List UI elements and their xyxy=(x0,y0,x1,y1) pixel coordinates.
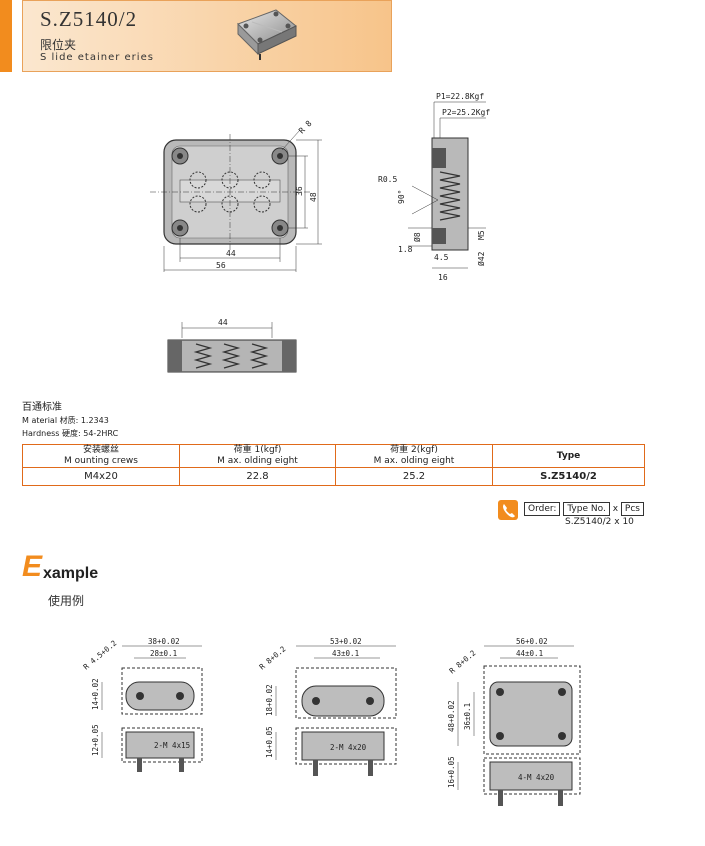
th-type: Type xyxy=(492,444,645,468)
order-example: S.Z5140/2 x 10 xyxy=(565,517,634,527)
cell-load-1: 22.8 xyxy=(179,467,336,486)
order-pcs: Pcs xyxy=(620,502,644,516)
example-2-drawing: 53+0.02 43±0.1 R 8+0.2 18+0.02 14+0.05 2… xyxy=(258,637,397,776)
th-load-1: 荷重 1(kgf)M ax. olding eight xyxy=(179,444,336,468)
force-p1: P1=22.8Kgf xyxy=(436,92,484,101)
dim-bottom-44: 44 xyxy=(218,318,228,327)
header-banner xyxy=(22,0,392,72)
dim-48: 48 xyxy=(309,192,318,202)
hardness-info: Hardness 硬度: 54-2HRC xyxy=(22,429,119,438)
ex3-inner: 44±0.1 xyxy=(516,649,543,658)
cell-type: S.Z5140/2 xyxy=(492,467,645,486)
ex3-width: 56+0.02 xyxy=(516,637,548,646)
ex1-radius: R 4.5+0.2 xyxy=(82,639,118,672)
subtitle-english: S lide etainer eries xyxy=(40,52,154,63)
standard-label: 百通标准 xyxy=(22,402,62,413)
dim-4-5: 4.5 xyxy=(434,253,449,262)
ex2-inner: 43±0.1 xyxy=(332,649,359,658)
order-label: Order: xyxy=(524,502,561,516)
ex1-inner: 28±0.1 xyxy=(150,649,177,658)
header-accent-bar xyxy=(0,0,12,72)
example-title-chinese: 使用例 xyxy=(48,594,85,608)
dim-1-8: 1.8 xyxy=(398,245,413,254)
page-title: S.Z5140/2 xyxy=(40,7,138,31)
side-view-drawing: P1=22.8Kgf P2=25.2Kgf R0.5 90° Ø8 1.8 M5… xyxy=(378,92,490,282)
order-x: x xyxy=(612,504,619,514)
example-1-drawing: 38+0.02 28±0.1 R 4.5+0.2 14+0.02 12+0.05… xyxy=(82,637,203,772)
ex3-screws: 4-M 4x20 xyxy=(518,773,555,782)
dim-44: 44 xyxy=(226,249,236,258)
material-info: M aterial 材质: 1.2343 xyxy=(22,416,109,425)
order-type-no: Type No. xyxy=(563,502,610,516)
cell-screw: M4x20 xyxy=(22,467,180,486)
table-row: M4x20 22.8 25.2 S.Z5140/2 xyxy=(22,467,645,486)
ex2-height: 18+0.02 xyxy=(265,684,274,716)
force-p2: P2=25.2Kgf xyxy=(442,108,490,117)
example-title: xample xyxy=(43,565,99,582)
ex1-base: 12+0.05 xyxy=(91,724,100,756)
dim-56: 56 xyxy=(216,261,226,270)
th-load-2: 荷重 2(kgf)M ax. olding eight xyxy=(335,444,493,468)
ex2-base: 14+0.05 xyxy=(265,726,274,758)
dim-m5: M5 xyxy=(477,230,486,240)
ex2-width: 53+0.02 xyxy=(330,637,362,646)
cell-load-2: 25.2 xyxy=(335,467,493,486)
front-view-drawing: R 8 36 48 44 56 xyxy=(150,120,322,272)
ex3-inner-height: 36±0.1 xyxy=(463,703,472,730)
ex3-radius: R 8+0.2 xyxy=(448,648,478,675)
bottom-view-drawing: 44 xyxy=(167,318,297,373)
ex3-height: 48+0.02 xyxy=(447,700,456,732)
dim-r05: R0.5 xyxy=(378,175,397,184)
ex2-screws: 2-M 4x20 xyxy=(330,743,367,752)
dim-d42: Ø42 xyxy=(476,251,486,266)
ex3-base: 16+0.05 xyxy=(447,756,456,788)
example-title-initial: E xyxy=(22,550,43,583)
product-photo xyxy=(237,9,297,60)
phone-icon xyxy=(498,500,518,520)
example-3-drawing: 56+0.02 44±0.1 R 8+0.2 48+0.02 36±0.1 16… xyxy=(447,637,581,806)
dim-angle-90: 90° xyxy=(397,190,406,204)
ex1-height: 14+0.02 xyxy=(91,678,100,710)
dim-16: 16 xyxy=(438,273,448,282)
dim-d8: Ø8 xyxy=(412,232,422,242)
order-row: Order: Type No. x Pcs xyxy=(524,502,644,516)
ex1-width: 38+0.02 xyxy=(148,637,180,646)
ex2-radius: R 8+0.2 xyxy=(258,644,288,671)
ex1-screws: 2-M 4x15 xyxy=(154,741,190,750)
dim-36: 36 xyxy=(295,186,304,196)
dim-r8: R 8 xyxy=(297,120,314,135)
subtitle-chinese: 限位夹 xyxy=(40,38,77,52)
